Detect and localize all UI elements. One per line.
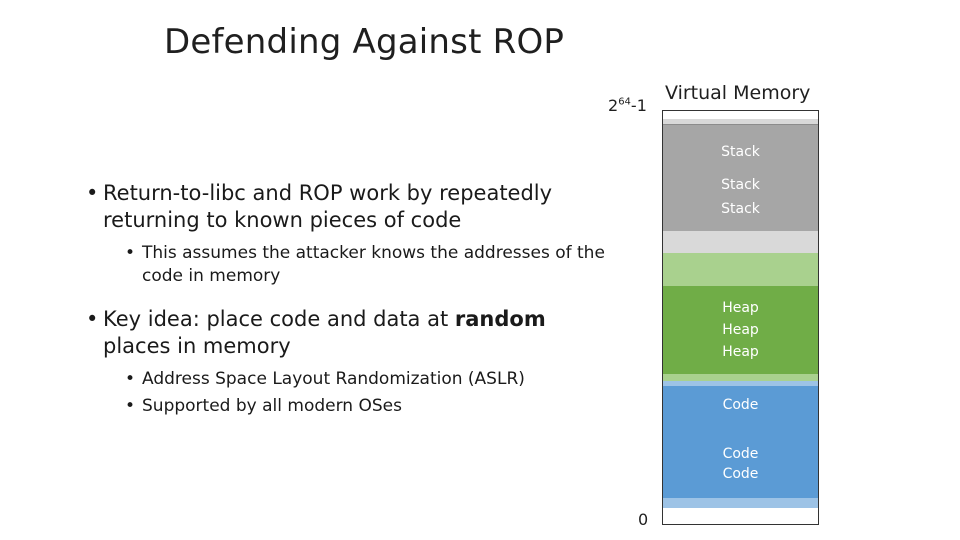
- heap-label: Heap: [722, 322, 759, 338]
- code-gap-segment: [663, 381, 818, 386]
- heap-label: Heap: [722, 344, 759, 360]
- sub-bullet-text: This assumes the attacker knows the addr…: [142, 243, 605, 286]
- bullet-icon: •: [125, 243, 136, 263]
- bullet-icon: •: [125, 396, 136, 416]
- code-segment: Code Code Code: [663, 386, 818, 498]
- bullet-bold-word: random: [454, 307, 546, 331]
- heap-label: Heap: [722, 300, 759, 316]
- bullet-text-before: Key idea: place code and data at: [103, 307, 455, 331]
- heap-segment: Heap Heap Heap: [663, 286, 818, 374]
- bullet-item: • Key idea: place code and data at rando…: [86, 306, 606, 360]
- stack-gap-segment: [663, 231, 818, 253]
- memory-diagram: Stack Stack Stack Heap Heap Heap Code Co…: [662, 110, 819, 525]
- code-gap-segment: [663, 498, 818, 508]
- slide-title: Defending Against ROP: [164, 22, 565, 62]
- heap-gap-segment: [663, 374, 818, 381]
- sub-bullet-item: • This assumes the attacker knows the ad…: [86, 242, 606, 288]
- stack-label: Stack: [721, 177, 760, 193]
- bullet-item: • Return-to-libc and ROP work by repeate…: [86, 180, 606, 234]
- bottom-address-label: 0: [638, 510, 649, 529]
- heap-gap-segment: [663, 253, 818, 286]
- memory-title: Virtual Memory: [665, 82, 811, 104]
- stack-gap-segment: [663, 119, 818, 124]
- sub-bullet-item: • Address Space Layout Randomization (AS…: [86, 368, 606, 391]
- sub-bullet-text: Address Space Layout Randomization (ASLR…: [142, 369, 525, 389]
- top-address-label: 264-1: [608, 96, 647, 115]
- stack-label: Stack: [721, 201, 760, 217]
- bullet-icon: •: [86, 307, 99, 331]
- stack-segment: Stack Stack Stack: [663, 124, 818, 231]
- bullet-list: • Return-to-libc and ROP work by repeate…: [86, 180, 606, 422]
- sub-bullet-text: Supported by all modern OSes: [142, 396, 402, 416]
- code-label: Code: [722, 466, 759, 482]
- bullet-icon: •: [86, 181, 99, 205]
- bullet-icon: •: [125, 369, 136, 389]
- stack-label: Stack: [721, 144, 760, 160]
- sub-bullet-item: • Supported by all modern OSes: [86, 395, 606, 418]
- code-label: Code: [722, 397, 759, 413]
- code-label: Code: [722, 446, 759, 462]
- bullet-text-after: places in memory: [103, 334, 291, 358]
- bullet-text: Return-to-libc and ROP work by repeatedl…: [103, 181, 553, 232]
